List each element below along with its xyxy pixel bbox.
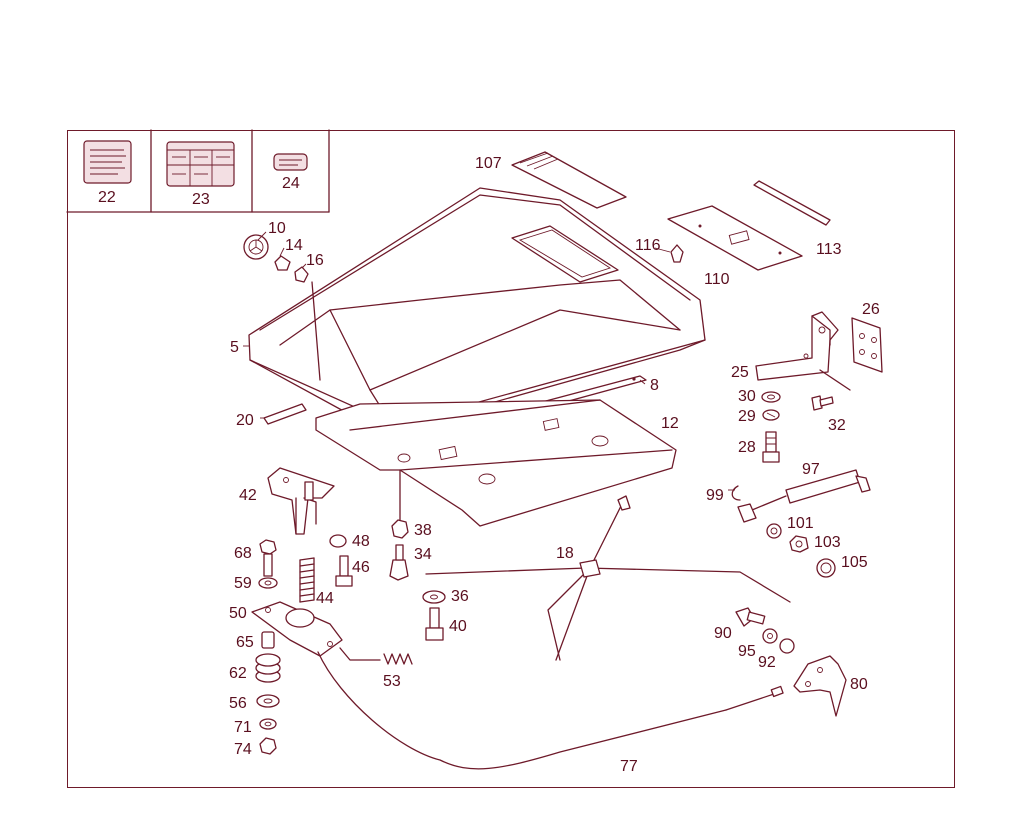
label-23: 23 bbox=[192, 191, 210, 208]
label-box-row bbox=[66, 129, 330, 213]
small-label-24 bbox=[273, 153, 308, 171]
part-labels: 22 23 24 107 10 14 16 116 110 113 26 5 2… bbox=[98, 155, 880, 775]
part-25-hinge bbox=[755, 311, 851, 391]
part-62-rubber-stack bbox=[255, 653, 281, 683]
label-14: 14 bbox=[285, 237, 303, 254]
label-80: 80 bbox=[850, 676, 868, 693]
part-90-bolt bbox=[735, 607, 766, 627]
label-56: 56 bbox=[229, 695, 247, 712]
label-110: 110 bbox=[704, 271, 730, 288]
part-30-washer bbox=[761, 391, 781, 403]
label-50: 50 bbox=[229, 605, 247, 622]
part-71-washer bbox=[259, 718, 277, 730]
part-65-sleeve bbox=[261, 631, 275, 649]
part-18-cable bbox=[425, 495, 791, 661]
label-65: 65 bbox=[236, 634, 254, 651]
label-42: 42 bbox=[239, 487, 257, 504]
label-103: 103 bbox=[814, 534, 841, 551]
part-74-nut bbox=[259, 737, 277, 755]
label-101: 101 bbox=[787, 515, 814, 532]
part-32-screw bbox=[811, 395, 834, 411]
part-20-strip bbox=[263, 403, 307, 425]
part-40-bolt bbox=[425, 607, 444, 641]
label-32: 32 bbox=[828, 417, 846, 434]
part-48-washer bbox=[329, 534, 347, 548]
part-99-clip bbox=[731, 485, 741, 501]
label-30: 30 bbox=[738, 388, 756, 405]
part-34-bumper bbox=[389, 544, 409, 581]
part-26-plate bbox=[851, 317, 883, 373]
label-29: 29 bbox=[738, 408, 756, 425]
label-74: 74 bbox=[234, 741, 252, 758]
label-97: 97 bbox=[802, 461, 820, 478]
part-5-hood bbox=[248, 187, 706, 521]
part-29-lockwasher bbox=[762, 409, 780, 421]
part-77-cable bbox=[317, 651, 784, 770]
label-116: 116 bbox=[635, 237, 661, 254]
label-107: 107 bbox=[475, 155, 502, 172]
label-12: 12 bbox=[661, 415, 679, 432]
part-101-washer bbox=[766, 523, 782, 539]
label-16: 16 bbox=[306, 252, 324, 269]
label-53: 53 bbox=[383, 673, 401, 690]
part-44-spring bbox=[299, 557, 315, 603]
diagram-frame bbox=[67, 130, 955, 788]
label-10: 10 bbox=[268, 220, 286, 237]
part-56-washer bbox=[256, 694, 280, 708]
label-24: 24 bbox=[282, 175, 300, 192]
label-90: 90 bbox=[714, 625, 732, 642]
label-77: 77 bbox=[620, 758, 638, 775]
label-8: 8 bbox=[650, 377, 659, 394]
label-5: 5 bbox=[230, 339, 239, 356]
part-80-handle bbox=[793, 655, 847, 717]
part-110-plate bbox=[667, 205, 803, 271]
info-label-23 bbox=[166, 141, 235, 187]
label-62: 62 bbox=[229, 665, 247, 682]
part-53-spring bbox=[339, 647, 413, 665]
label-59: 59 bbox=[234, 575, 252, 592]
label-25: 25 bbox=[731, 364, 749, 381]
part-12-insulation bbox=[315, 399, 677, 527]
label-71: 71 bbox=[234, 719, 252, 736]
label-48: 48 bbox=[352, 533, 370, 550]
label-18: 18 bbox=[556, 545, 574, 562]
part-59-washer bbox=[258, 577, 278, 589]
part-10-emblem bbox=[243, 234, 269, 260]
label-38: 38 bbox=[414, 522, 432, 539]
part-105-cap bbox=[816, 558, 836, 578]
label-99: 99 bbox=[706, 487, 724, 504]
part-14-nut bbox=[274, 255, 291, 271]
label-26: 26 bbox=[862, 301, 880, 318]
part-95-washer bbox=[762, 628, 778, 644]
part-116-clip bbox=[670, 244, 684, 263]
part-38-nut bbox=[391, 519, 409, 539]
part-28-bolt bbox=[762, 431, 780, 463]
part-92-washer bbox=[779, 638, 795, 654]
label-22: 22 bbox=[98, 189, 116, 206]
label-44: 44 bbox=[316, 590, 334, 607]
part-42-lock bbox=[267, 467, 335, 535]
label-105: 105 bbox=[841, 554, 868, 571]
label-46: 46 bbox=[352, 559, 370, 576]
label-28: 28 bbox=[738, 439, 756, 456]
leader-lines bbox=[243, 231, 735, 491]
part-16-clip bbox=[294, 266, 309, 283]
part-103-nut bbox=[789, 535, 809, 553]
label-40: 40 bbox=[449, 618, 467, 635]
part-107-intake-cover bbox=[511, 151, 627, 209]
label-113: 113 bbox=[816, 241, 842, 258]
part-97-gas-strut bbox=[737, 469, 871, 523]
part-46-bolt bbox=[335, 555, 353, 587]
label-36: 36 bbox=[451, 588, 469, 605]
part-36-washer bbox=[422, 590, 446, 604]
label-68: 68 bbox=[234, 545, 252, 562]
label-92: 92 bbox=[758, 654, 776, 671]
part-113-rod bbox=[753, 180, 831, 226]
label-34: 34 bbox=[414, 546, 432, 563]
part-50-plate bbox=[251, 601, 343, 657]
part-68-bolt bbox=[259, 539, 277, 577]
label-20: 20 bbox=[236, 412, 254, 429]
label-95: 95 bbox=[738, 643, 756, 660]
